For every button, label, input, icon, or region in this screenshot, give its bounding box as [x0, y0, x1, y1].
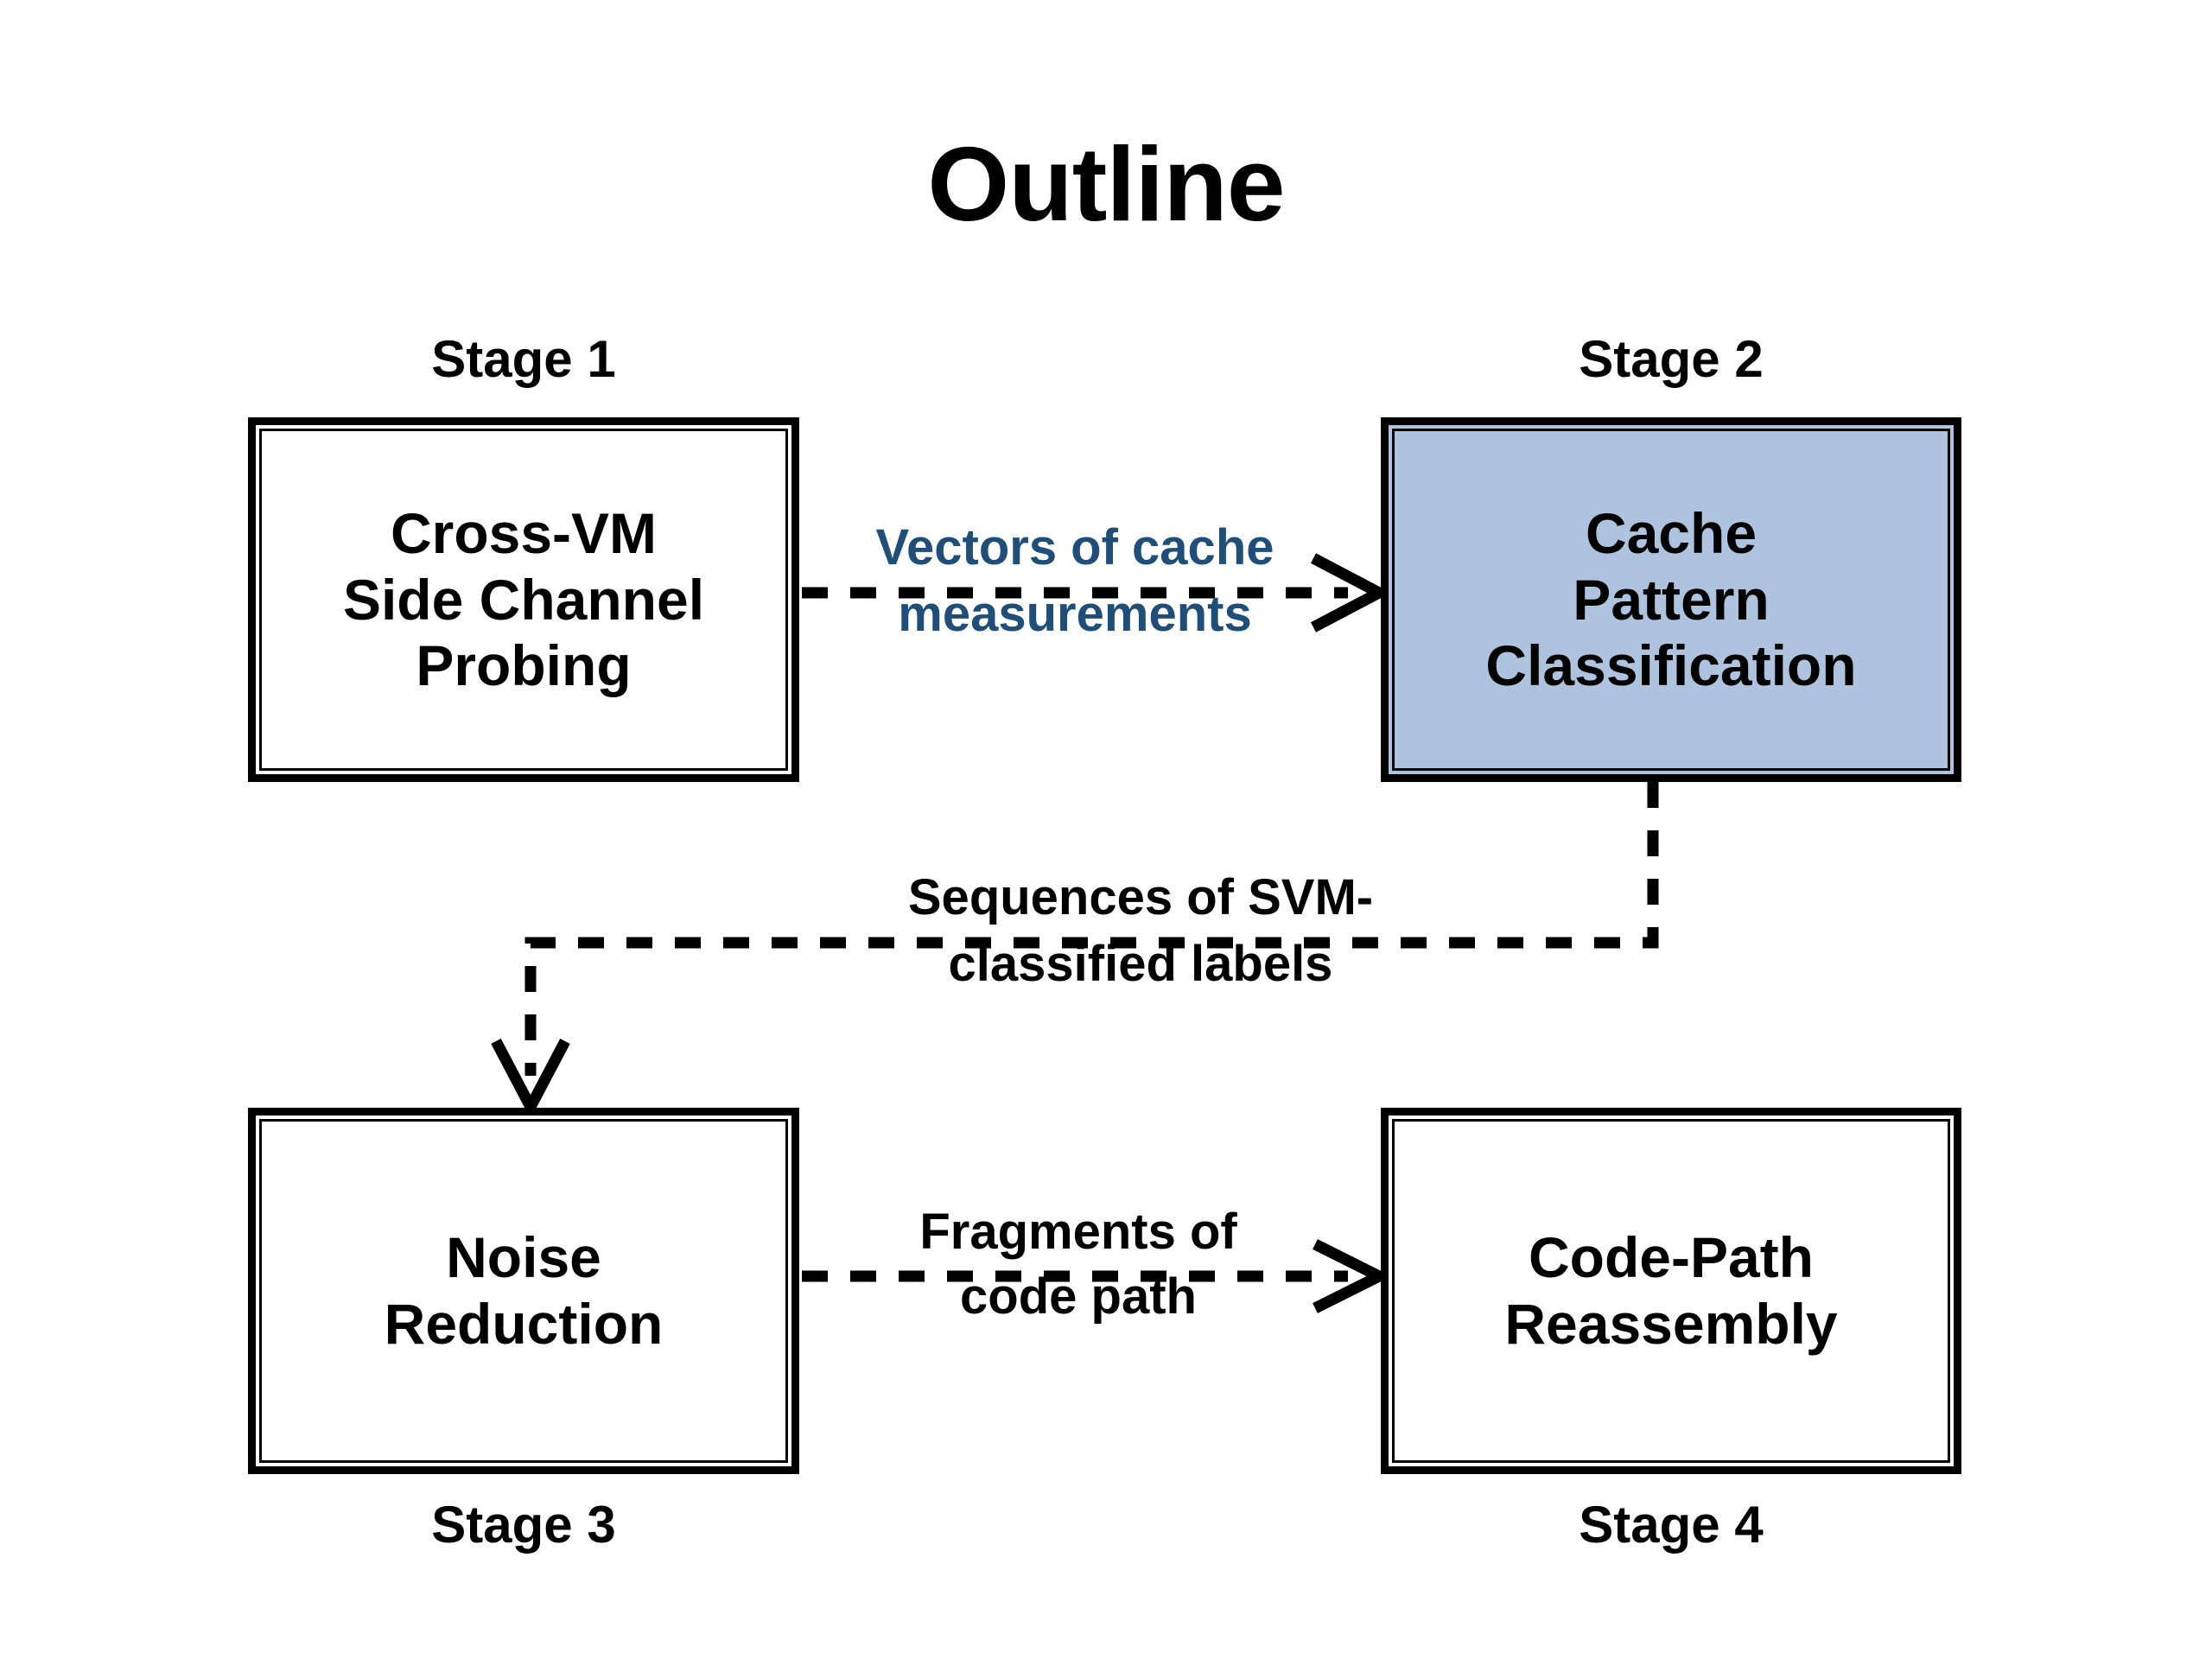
stage-1-box-inner: Cross-VM Side Channel Probing: [259, 429, 788, 771]
stage-4-line-1: Code-Path: [1529, 1225, 1814, 1290]
connector-label-line-1: Sequences of SVM-: [907, 869, 1374, 925]
stage-3-box-inner: Noise Reduction: [259, 1119, 788, 1463]
connector-label-stage2-to-stage3: Sequences of SVM- classified labels: [760, 869, 1521, 992]
connector-label-line-2: code path: [960, 1268, 1197, 1325]
arrowhead-down-icon: [491, 1038, 570, 1119]
stage-3-caption: Stage 3: [431, 1496, 616, 1554]
stage-1-line-2: Side Channel: [342, 567, 705, 632]
connector-label-line-2: measurements: [898, 585, 1252, 642]
connector-label-line-2: classified labels: [948, 935, 1333, 992]
stage-3-line-1: Noise: [446, 1225, 601, 1290]
stage-4-box[interactable]: Code-Path Reassembly: [1381, 1108, 1961, 1474]
stage-3-box[interactable]: Noise Reduction: [248, 1108, 799, 1474]
stage-1-caption: Stage 1: [431, 330, 616, 388]
stage-2-line-1: Cache: [1585, 501, 1758, 566]
connector-label-line-1: Vectors of cache: [875, 519, 1274, 575]
stage-4-caption: Stage 4: [1579, 1496, 1764, 1554]
stage-1-line-3: Probing: [416, 633, 632, 698]
page-title: Outline: [927, 125, 1285, 243]
stage-4-box-inner: Code-Path Reassembly: [1392, 1119, 1950, 1463]
stage-2-line-3: Classification: [1485, 633, 1857, 698]
stage-4-line-2: Reassembly: [1504, 1292, 1838, 1356]
stage-2-box-inner: Cache Pattern Classification: [1392, 429, 1950, 771]
stage-3-line-2: Reduction: [384, 1292, 664, 1356]
stage-2-box[interactable]: Cache Pattern Classification: [1381, 417, 1961, 782]
stage-1-line-1: Cross-VM: [390, 501, 658, 566]
stage-2-caption: Stage 2: [1579, 330, 1764, 388]
connector-label-stage1-to-stage2: Vectors of cache measurements: [802, 519, 1348, 642]
connector-label-line-1: Fragments of: [919, 1204, 1237, 1260]
stage-2-line-2: Pattern: [1573, 567, 1770, 632]
stage-1-box[interactable]: Cross-VM Side Channel Probing: [248, 417, 799, 782]
connector-label-stage3-to-stage4: Fragments of code path: [830, 1205, 1327, 1324]
